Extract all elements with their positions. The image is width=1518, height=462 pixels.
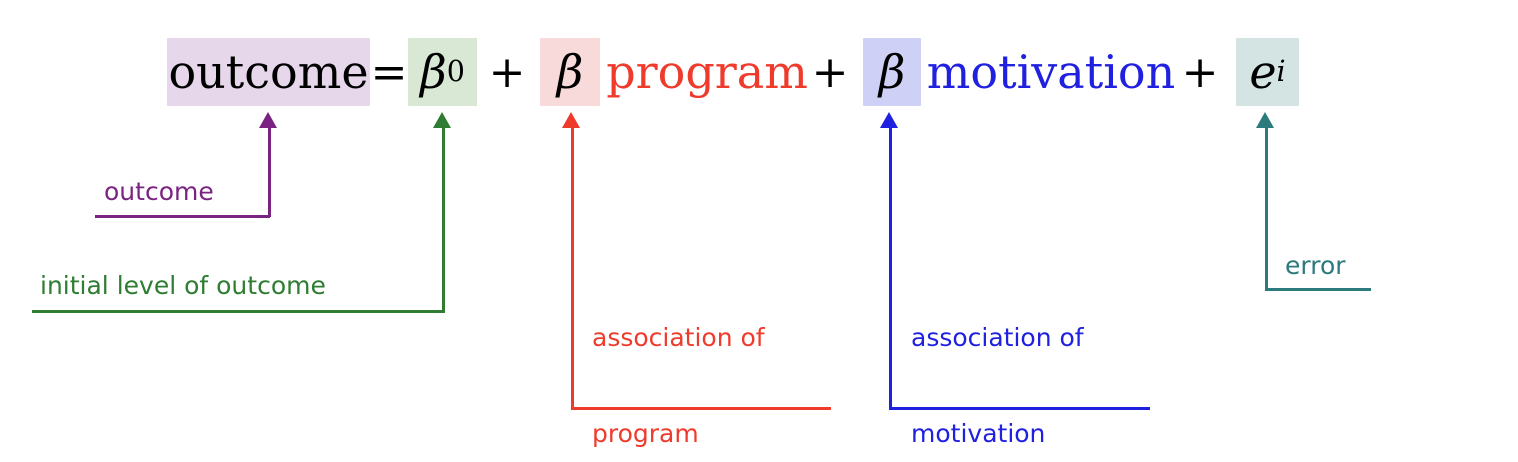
outcome-underline <box>95 215 270 218</box>
term-beta-motivation: β <box>863 38 921 106</box>
term-beta-program-symbol: β <box>556 45 584 99</box>
program-note-label: association of program with outcome <box>592 258 765 462</box>
motivation-arrow-stem <box>889 126 892 408</box>
error-arrow-stem <box>1265 126 1268 289</box>
program-note-line-1: association of <box>592 323 765 352</box>
error-note-label: error <box>1285 251 1346 280</box>
intercept-note-label: initial level of outcome <box>40 271 326 300</box>
term-beta-program: β <box>540 38 600 106</box>
outcome-arrow-stem <box>268 126 271 217</box>
outcome-note-label: outcome <box>104 177 214 206</box>
term-motivation-label: motivation <box>926 45 1176 99</box>
term-program-label: program <box>606 45 808 99</box>
term-motivation: motivation <box>927 38 1175 106</box>
plus-sign-3: + <box>1181 46 1219 98</box>
term-program: program <box>606 38 808 106</box>
program-note-line-2: program <box>592 419 699 448</box>
term-error-symbol: e <box>1249 45 1277 99</box>
plus-sign-2: + <box>811 46 849 98</box>
term-beta-motivation-symbol: β <box>878 45 906 99</box>
term-error-subscript: i <box>1276 54 1286 88</box>
term-beta0-subscript: 0 <box>446 54 465 88</box>
motivation-note-line-1: association of <box>911 323 1084 352</box>
intercept-arrowhead <box>433 112 451 128</box>
intercept-arrow-stem <box>442 126 445 312</box>
motivation-underline <box>889 407 1150 410</box>
motivation-note-line-2: motivation <box>911 419 1046 448</box>
intercept-underline <box>32 310 445 313</box>
outcome-arrowhead <box>259 112 277 128</box>
plus-sign-1: + <box>488 46 526 98</box>
error-underline <box>1265 288 1371 291</box>
program-underline <box>571 407 831 410</box>
term-beta0-symbol: β <box>420 45 447 99</box>
term-outcome: outcome <box>167 38 370 106</box>
program-arrow-stem <box>571 126 574 408</box>
motivation-arrowhead <box>880 112 898 128</box>
term-outcome-label: outcome <box>168 45 369 99</box>
equals-sign: = <box>370 46 408 98</box>
program-arrowhead <box>562 112 580 128</box>
motivation-note-label: association of motivation with outcome <box>911 258 1084 462</box>
error-arrowhead <box>1256 112 1274 128</box>
